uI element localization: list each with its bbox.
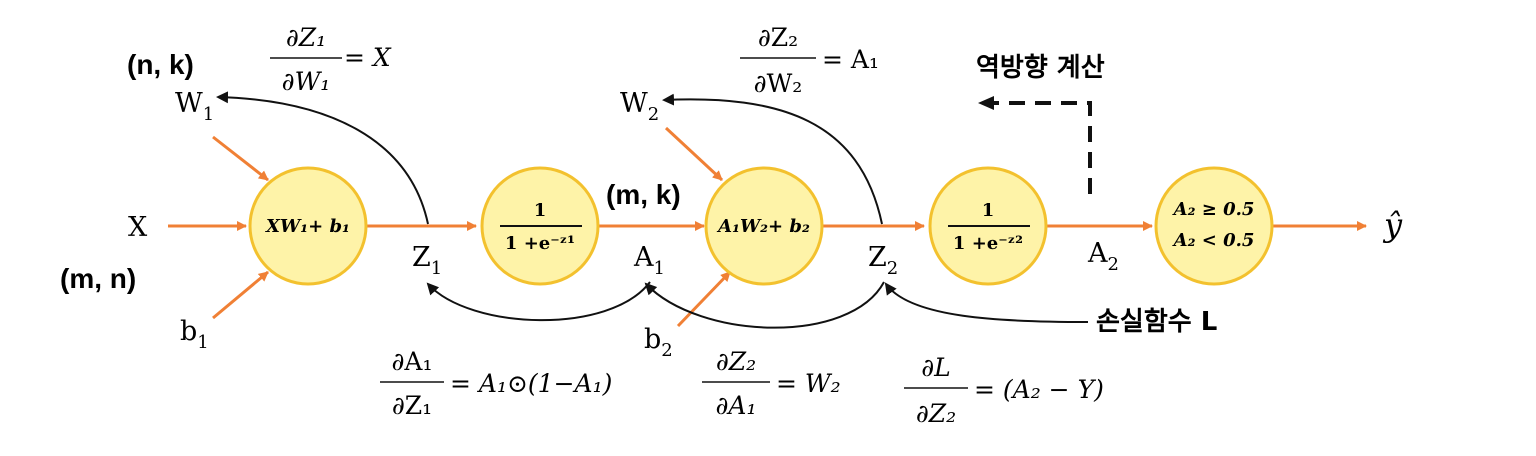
signal-z2: Z2 [868, 242, 898, 279]
grad-edge-z1-to-w1 [216, 91, 429, 225]
node-linear1 [248, 166, 368, 286]
node-linear1-label: XW₁+ b₁ [265, 216, 350, 237]
svg-text:= W₂: = W₂ [776, 369, 841, 398]
formula-da1-dz1: ∂A₁ ∂Z₁ = A₁⊙(1−A₁) [380, 347, 612, 420]
svg-text:∂L: ∂L [921, 353, 951, 382]
node-threshold-bottom: A₂ < 0.5 [1172, 230, 1255, 251]
svg-text:= X: = X [344, 43, 392, 72]
input-b2: b2 [644, 324, 673, 361]
node-threshold-top: A₂ ≥ 0.5 [1172, 199, 1255, 220]
node-sigmoid1-den: 1 +e⁻ᶻ¹ [505, 233, 575, 254]
forward-edges [168, 126, 1367, 328]
grad-edge-loss-to-z2 [884, 282, 1089, 323]
edge-w2-to-linear2 [664, 126, 724, 182]
signal-a2: A2 [1087, 238, 1119, 275]
input-w2: W2 [620, 88, 659, 125]
input-w1-shape: (n, k) [127, 49, 194, 80]
grad-edge-z2-to-w2 [662, 93, 883, 225]
svg-text:∂A₁: ∂A₁ [391, 347, 432, 376]
node-threshold [1154, 166, 1274, 286]
nodes [248, 166, 1274, 286]
edge-b2-to-linear2 [676, 270, 732, 328]
edge-b1-to-linear1 [212, 270, 269, 320]
formula-dl-dz2: ∂L ∂Z₂ = (A₂ − Y) [904, 353, 1104, 428]
backward-edges [216, 91, 1089, 329]
input-b1: b1 [180, 316, 209, 353]
grad-edge-z2-to-a1 [644, 281, 885, 329]
svg-text:= A₁: = A₁ [822, 45, 879, 74]
input-x: X [128, 212, 148, 243]
loss-label: 손실함수 L [1096, 307, 1217, 337]
svg-text:= A₁⊙(1−A₁): = A₁⊙(1−A₁) [450, 369, 612, 398]
input-x-shape: (m, n) [60, 263, 136, 294]
svg-text:∂Z₁: ∂Z₁ [286, 23, 326, 52]
svg-text:∂Z₂: ∂Z₂ [916, 399, 956, 428]
input-w1: W1 [175, 88, 214, 125]
backprop-direction-indicator [978, 96, 1092, 194]
svg-text:= (A₂ − Y): = (A₂ − Y) [974, 375, 1104, 404]
signal-z1: Z1 [412, 242, 442, 279]
formula-dz2-dw2: ∂Z₂ ∂W₂ = A₁ [740, 23, 879, 98]
svg-text:∂Z₂: ∂Z₂ [716, 347, 756, 376]
svg-text:∂W₂: ∂W₂ [754, 69, 803, 98]
node-linear2 [704, 166, 824, 286]
signal-a1-shape: (m, k) [606, 179, 681, 210]
svg-text:∂Z₂: ∂Z₂ [758, 23, 798, 52]
node-sigmoid2-den: 1 +e⁻ᶻ² [953, 233, 1023, 254]
svg-text:∂W₁: ∂W₁ [282, 67, 331, 96]
signal-a1: A1 [633, 242, 665, 279]
formula-dz2-da1: ∂Z₂ ∂A₁ = W₂ [702, 347, 841, 420]
node-linear2-label: A₁W₂+ b₂ [716, 216, 810, 237]
backprop-dashed-path [990, 101, 1092, 194]
node-sigmoid1-num: 1 [534, 200, 547, 221]
grad-edge-a1-to-z1 [426, 281, 651, 322]
edge-w1-to-linear1 [212, 135, 269, 182]
backprop-label: 역방향 계산 [976, 53, 1105, 83]
signal-yhat: ŷ [1382, 206, 1403, 244]
backprop-arrowhead [978, 96, 994, 110]
node-sigmoid2-num: 1 [982, 200, 995, 221]
svg-text:∂Z₁: ∂Z₁ [392, 391, 432, 420]
svg-text:∂A₁: ∂A₁ [715, 391, 756, 420]
formula-dz1-dw1: ∂Z₁ ∂W₁ = X [270, 23, 392, 96]
